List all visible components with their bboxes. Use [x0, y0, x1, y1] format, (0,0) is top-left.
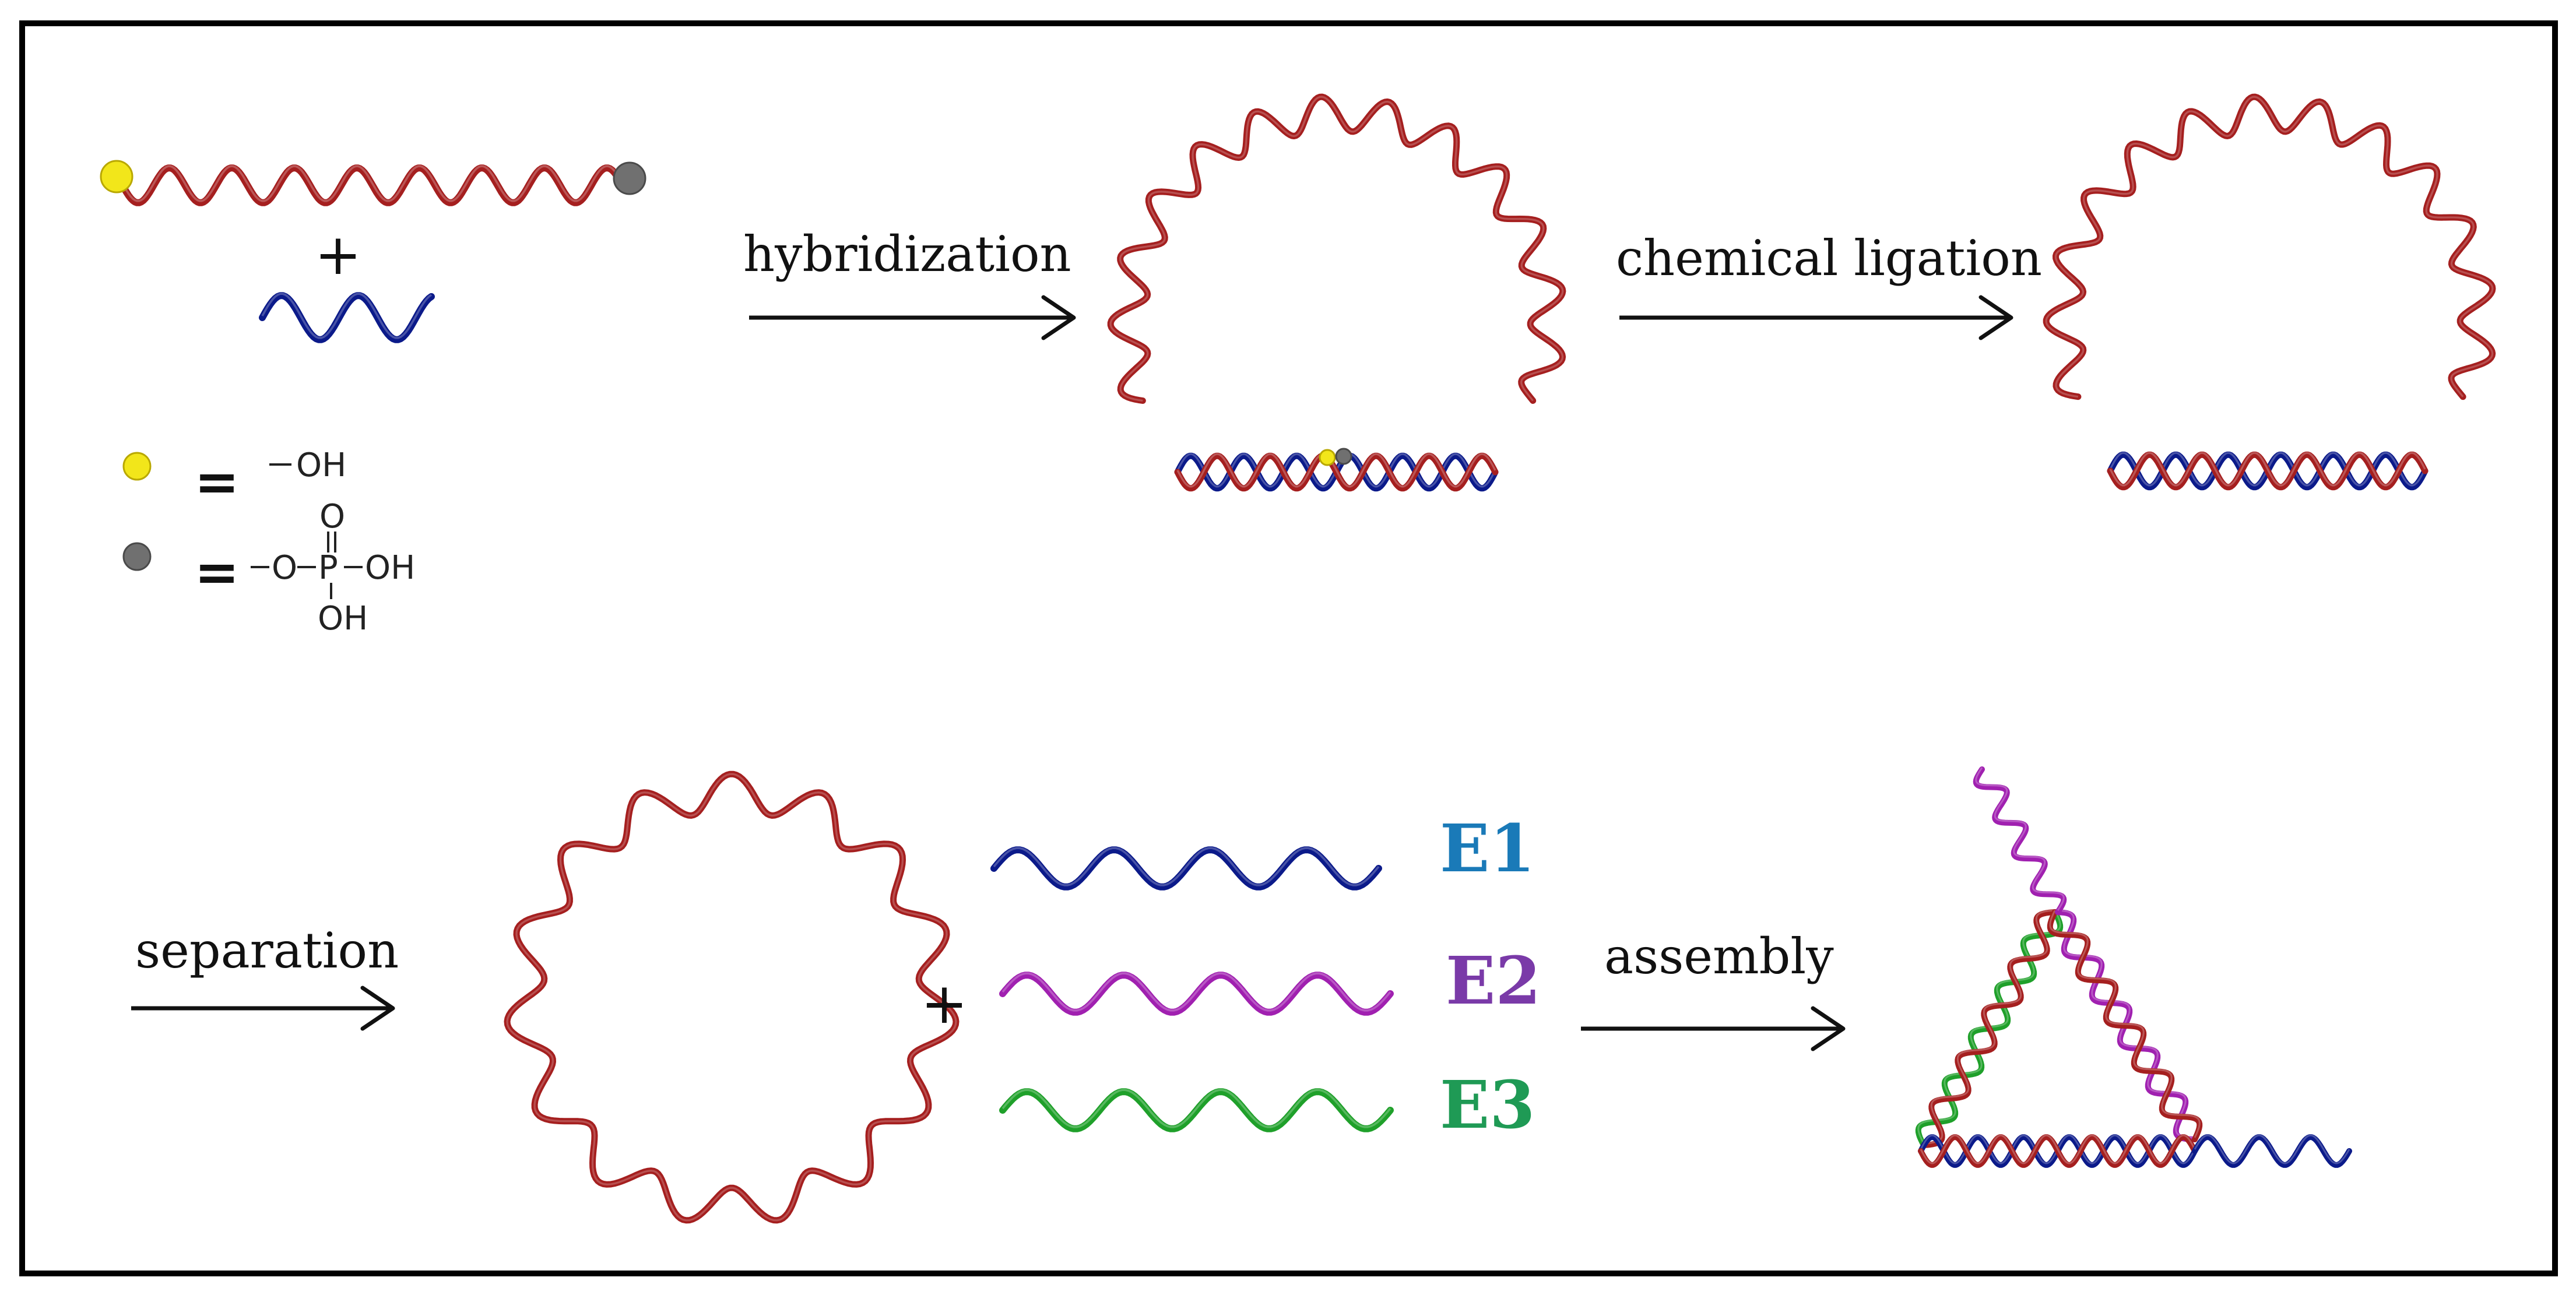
phosphate-end-marker	[613, 161, 646, 195]
legend-oh-label: OH	[296, 446, 346, 484]
strand-label-e1: E1	[1440, 811, 1535, 887]
strand-label-e3: E3	[1440, 1067, 1535, 1143]
legend-equals-phosphate: =	[194, 541, 239, 603]
diagram-frame	[19, 20, 2558, 1276]
ligation-site-phosphate	[1335, 448, 1352, 465]
arrow-assembly	[1581, 1006, 1846, 1051]
hybridized-loop	[1107, 93, 1566, 404]
step-label-assembly: assembly	[1604, 928, 1834, 985]
ligated-loop	[2043, 93, 2496, 400]
hybridized-duplex	[1174, 452, 1499, 492]
phosphate-o-left: O	[272, 549, 297, 587]
strand-label-e2: E2	[1446, 943, 1541, 1019]
step-label-hybridization: hybridization	[743, 226, 1071, 283]
legend-phosphate-structure: O P OH O OH	[251, 498, 415, 638]
ligation-site-hydroxyl	[1319, 449, 1336, 466]
strand-e1	[990, 846, 1382, 891]
ligated-duplex	[2107, 451, 2429, 491]
arrow-chemical-ligation	[1619, 295, 2013, 340]
arrow-hybridization	[749, 295, 1076, 340]
legend-hydroxyl-dot	[122, 452, 152, 481]
strand-e2	[999, 972, 1394, 1016]
arrow-separation	[131, 986, 395, 1031]
plus-sign-bottom: +	[921, 971, 968, 1036]
phosphate-oh-bottom: OH	[318, 600, 368, 638]
strand-e3	[999, 1088, 1394, 1132]
hydroxyl-end-marker	[100, 160, 133, 193]
circular-template	[504, 770, 960, 1224]
legend-equals-hydroxyl: =	[194, 451, 239, 513]
assembled-triangle	[1915, 766, 2352, 1168]
plus-sign-top: +	[315, 222, 361, 287]
phosphate-oh-right: OH	[365, 549, 415, 587]
splint-strand	[259, 292, 435, 343]
step-label-separation: separation	[135, 922, 399, 979]
phosphate-o-top: O	[319, 498, 345, 536]
phosphate-p: P	[318, 549, 338, 587]
linear-template-strand	[119, 164, 626, 206]
legend-phosphate-dot	[122, 542, 152, 571]
step-label-chemical-ligation: chemical ligation	[1616, 230, 2042, 287]
